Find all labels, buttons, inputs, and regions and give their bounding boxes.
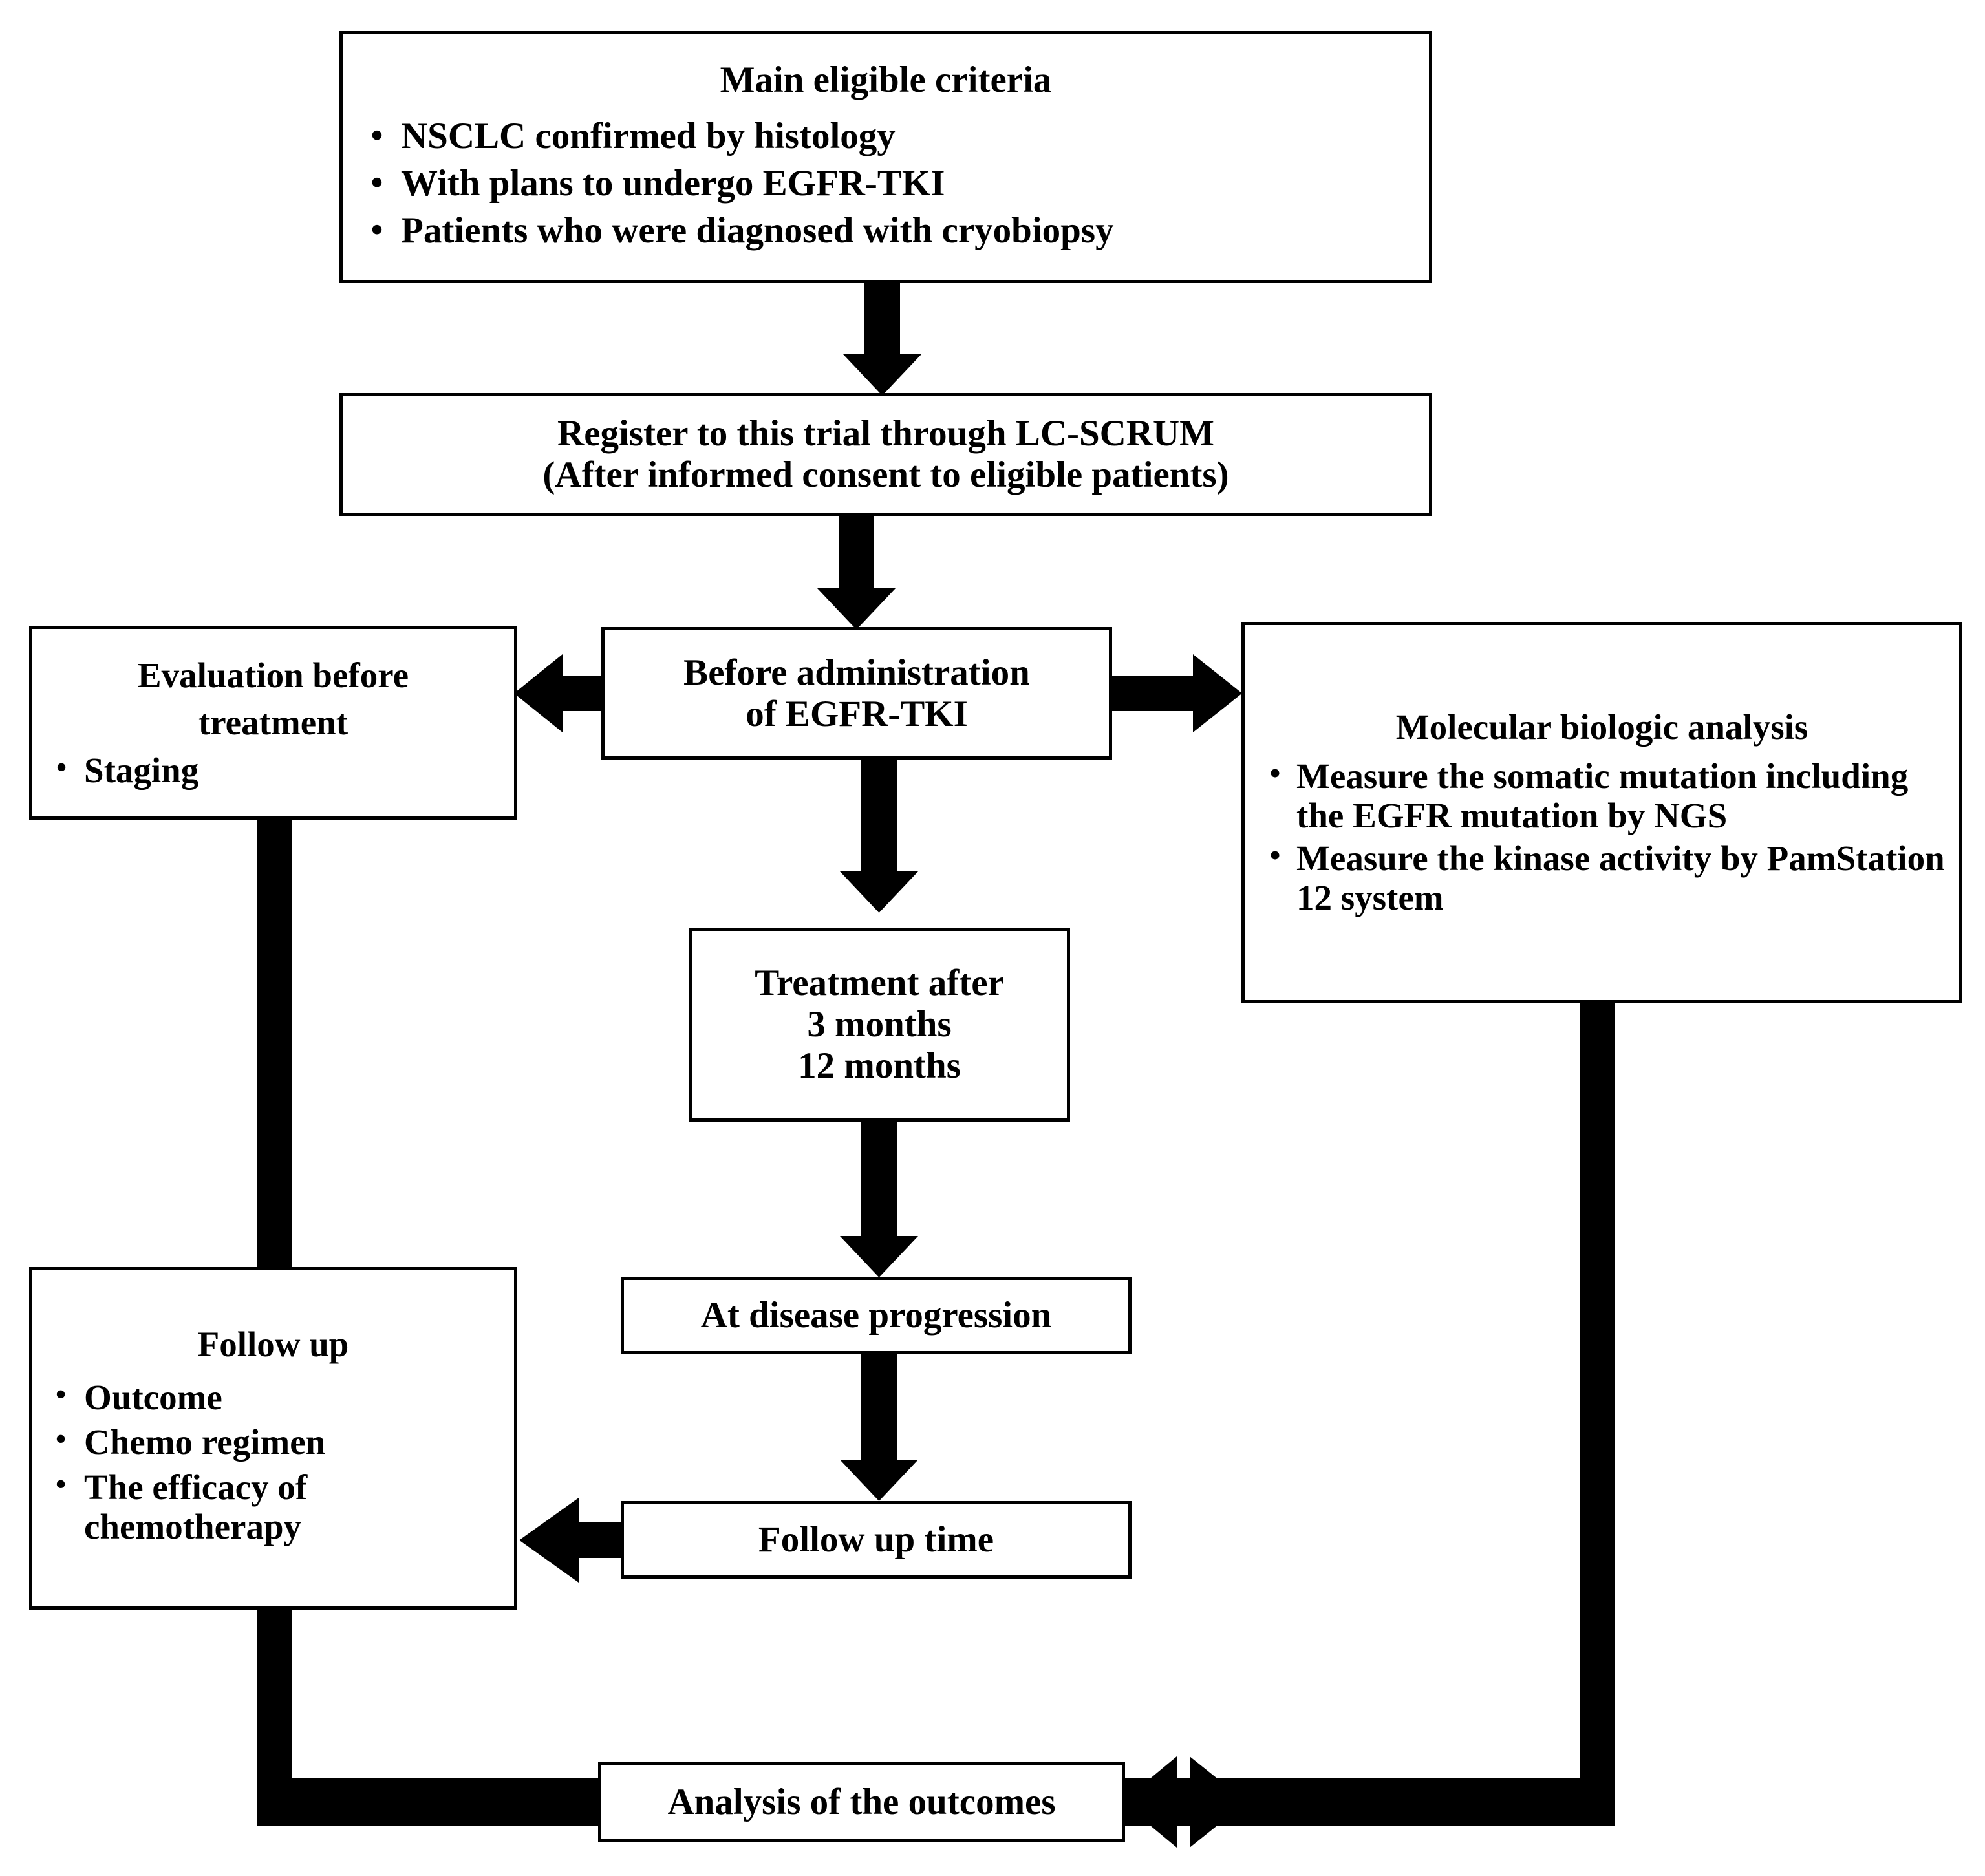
evaluation-heading-line-2: treatment <box>198 703 349 743</box>
bullet-dot-icon: • <box>370 116 383 155</box>
register-line-1: Register to this trial through LC-SCRUM <box>557 413 1214 454</box>
before-admin-line-1: Before administration <box>683 652 1030 693</box>
eligibility-bullet-list: • NSCLC confirmed by histology • With pl… <box>353 110 1419 257</box>
followup-time-label: Follow up time <box>758 1519 994 1561</box>
list-item: • The efficacy of chemotherapy <box>38 1467 509 1547</box>
bullet-dot-icon: • <box>370 209 383 249</box>
edge-eligibility-to-register <box>843 283 921 396</box>
bullet-dot-icon: • <box>55 1467 67 1500</box>
list-item: • Measure the kinase activity by PamStat… <box>1254 838 1950 918</box>
molecular-bullet-list: • Measure the somatic mutation including… <box>1254 754 1950 921</box>
node-main-eligible-criteria: Main eligible criteria • NSCLC confirmed… <box>339 31 1432 283</box>
node-molecular-biologic-analysis: Molecular biologic analysis • Measure th… <box>1241 622 1962 1003</box>
molecular-heading: Molecular biologic analysis <box>1395 707 1808 747</box>
evaluation-heading-line-1: Evaluation before <box>137 655 409 695</box>
node-treatment-after: Treatment after 3 months 12 months <box>689 928 1070 1122</box>
treatment-line-1: Treatment after <box>755 963 1004 1004</box>
node-analysis-of-outcomes: Analysis of the outcomes <box>598 1762 1125 1842</box>
treatment-line-2: 3 months <box>807 1004 952 1045</box>
edge-register-to-before-admin <box>817 516 896 630</box>
eligibility-heading: Main eligible criteria <box>720 59 1052 101</box>
progression-label: At disease progression <box>700 1295 1052 1336</box>
node-register-trial: Register to this trial through LC-SCRUM … <box>339 393 1432 516</box>
bullet-dot-icon: • <box>55 1377 67 1411</box>
node-follow-up: Follow up • Outcome • Chemo regimen • Th… <box>29 1267 517 1610</box>
list-item: • With plans to undergo EGFR-TKI <box>353 163 1419 204</box>
edge-before-admin-to-evaluation <box>514 654 601 732</box>
followup-bullet-list: • Outcome • Chemo regimen • The efficacy… <box>38 1372 509 1552</box>
bullet-dot-icon: • <box>370 163 383 202</box>
bullet-dot-icon: • <box>55 1422 67 1456</box>
node-before-administration: Before administration of EGFR-TKI <box>601 627 1112 760</box>
bullet-dot-icon: • <box>1269 838 1281 873</box>
treatment-line-3: 12 months <box>798 1045 961 1086</box>
before-admin-line-2: of EGFR-TKI <box>746 693 968 734</box>
edge-before-admin-to-molecular <box>1112 654 1242 732</box>
edge-treatment-to-progression <box>840 1122 918 1277</box>
edge-evaluation-to-followup <box>257 820 292 1268</box>
analysis-label: Analysis of the outcomes <box>667 1781 1056 1822</box>
edge-progression-to-followup-time <box>840 1354 918 1501</box>
edge-followup-time-to-followup <box>519 1498 621 1583</box>
bullet-dot-icon: • <box>1269 756 1281 791</box>
evaluation-bullet-list: • Staging <box>39 751 508 791</box>
edge-molecular-to-analysis <box>1122 1003 1615 1848</box>
list-item: • Patients who were diagnosed with cryob… <box>353 210 1419 251</box>
register-line-2: (After informed consent to eligible pati… <box>542 454 1229 495</box>
node-evaluation-before-treatment: Evaluation before treatment • Staging <box>29 626 517 820</box>
node-at-disease-progression: At disease progression <box>621 1277 1132 1354</box>
bullet-dot-icon: • <box>56 750 67 783</box>
list-item: • Measure the somatic mutation including… <box>1254 756 1950 836</box>
edge-before-admin-to-treatment <box>840 760 918 913</box>
followup-heading: Follow up <box>197 1325 349 1365</box>
list-item: • Chemo regimen <box>38 1422 509 1462</box>
node-follow-up-time: Follow up time <box>621 1501 1132 1579</box>
list-item: • NSCLC confirmed by histology <box>353 116 1419 157</box>
list-item: • Staging <box>39 751 508 791</box>
list-item: • Outcome <box>38 1378 509 1418</box>
